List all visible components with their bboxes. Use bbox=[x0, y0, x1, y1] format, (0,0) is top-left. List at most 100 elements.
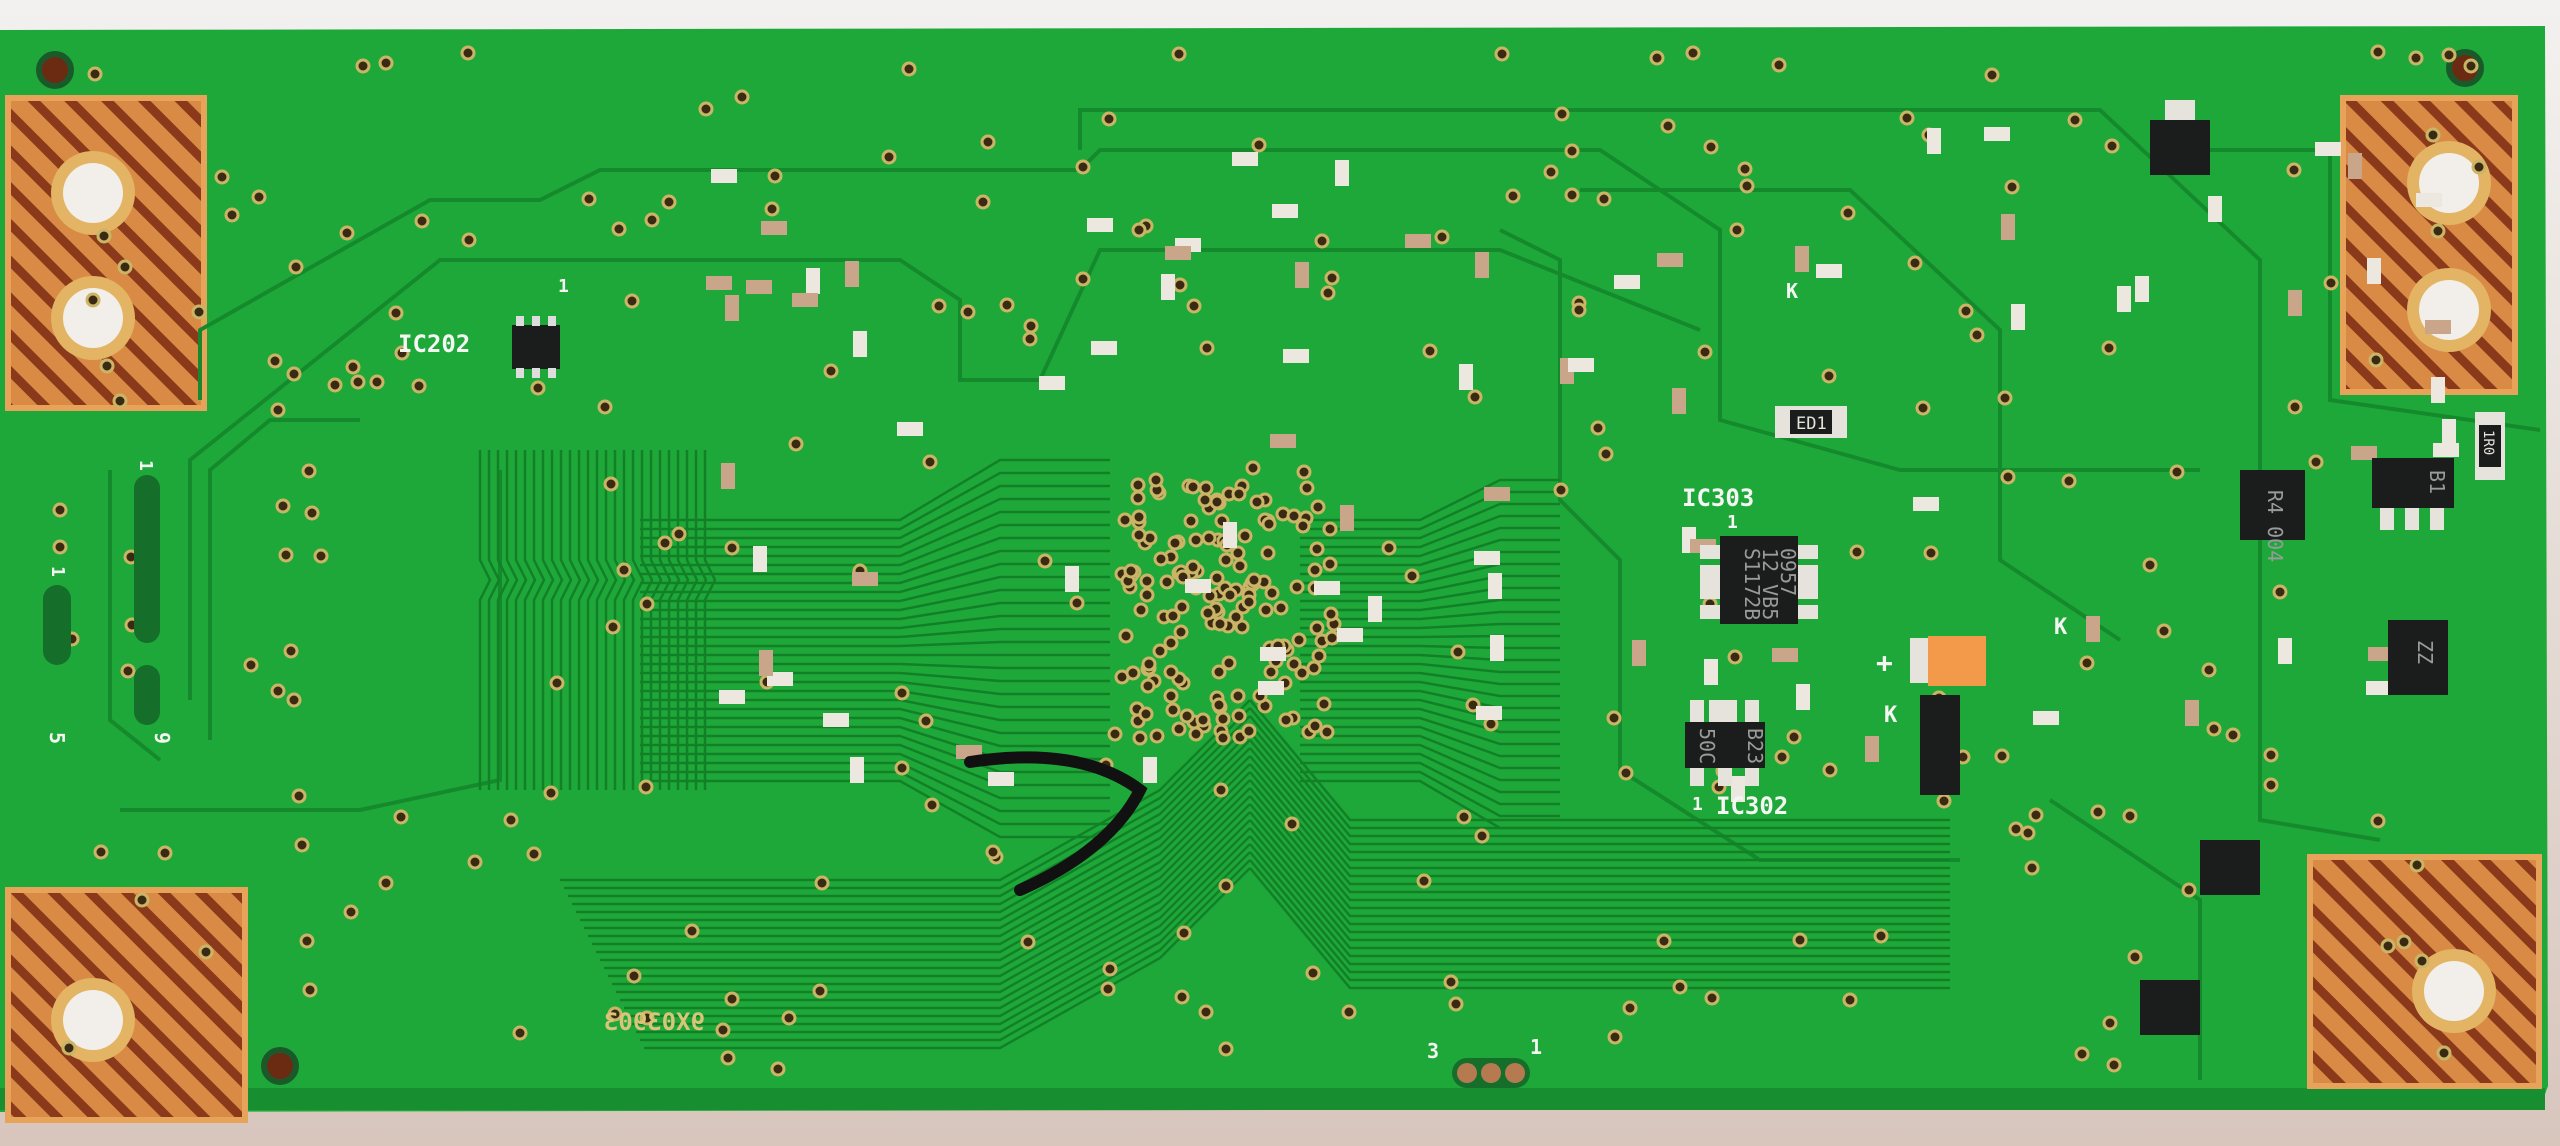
smd-passive bbox=[845, 261, 859, 287]
via bbox=[291, 788, 307, 804]
smd-passive bbox=[1337, 628, 1363, 642]
bus-trace bbox=[496, 450, 510, 790]
via bbox=[671, 526, 687, 542]
smd-passive bbox=[853, 331, 867, 357]
via bbox=[1101, 111, 1117, 127]
smd-passive bbox=[1340, 505, 1354, 531]
via bbox=[224, 207, 240, 223]
mounting-pad-bottom-left bbox=[5, 887, 248, 1123]
via bbox=[1211, 697, 1227, 713]
via bbox=[1310, 499, 1326, 515]
via bbox=[96, 228, 112, 244]
via bbox=[1148, 472, 1164, 488]
smd-passive bbox=[1091, 341, 1117, 355]
corner-via bbox=[36, 51, 74, 89]
via bbox=[1172, 277, 1188, 293]
bus-trace bbox=[1300, 680, 1560, 698]
via bbox=[1737, 161, 1753, 177]
via bbox=[1309, 620, 1325, 636]
via bbox=[1132, 730, 1148, 746]
marker-scribble bbox=[964, 751, 1148, 896]
bus-trace bbox=[628, 835, 1950, 1018]
bus-trace bbox=[640, 497, 1110, 549]
via bbox=[764, 201, 780, 217]
via bbox=[901, 61, 917, 77]
via bbox=[2000, 469, 2016, 485]
bus-trace bbox=[592, 763, 1950, 946]
via bbox=[1596, 191, 1612, 207]
bus-trace bbox=[1300, 490, 1560, 531]
via bbox=[1163, 635, 1179, 651]
bus-trace bbox=[568, 450, 582, 790]
via bbox=[85, 292, 101, 308]
via bbox=[1899, 110, 1915, 126]
via bbox=[1171, 721, 1187, 737]
via bbox=[1209, 494, 1225, 510]
bus-trace bbox=[631, 450, 645, 790]
via bbox=[1289, 579, 1305, 595]
label-cathode: K bbox=[1786, 279, 1798, 303]
bus-trace bbox=[576, 731, 1950, 914]
via bbox=[1131, 527, 1147, 543]
via bbox=[2463, 58, 2479, 74]
bus-trace bbox=[1300, 752, 1560, 794]
bus-trace bbox=[1300, 598, 1560, 612]
via bbox=[960, 304, 976, 320]
diode bbox=[1920, 695, 1960, 795]
via bbox=[1245, 460, 1261, 476]
via bbox=[894, 760, 910, 776]
smd-passive bbox=[806, 268, 820, 294]
via bbox=[1141, 656, 1157, 672]
via bbox=[2430, 223, 2446, 239]
bus-trace bbox=[640, 627, 1110, 639]
via bbox=[2425, 127, 2441, 143]
via bbox=[1020, 934, 1036, 950]
via bbox=[2206, 721, 2222, 737]
smd-passive bbox=[1314, 581, 1340, 595]
transistor bbox=[2200, 840, 2260, 895]
bus-trace bbox=[613, 450, 627, 790]
smd-passive bbox=[2442, 419, 2456, 445]
bus-trace bbox=[640, 761, 1110, 813]
via bbox=[2368, 352, 2384, 368]
bus-trace bbox=[1300, 725, 1560, 758]
via bbox=[1264, 585, 1280, 601]
via bbox=[2201, 662, 2217, 678]
bus-trace bbox=[640, 770, 1110, 826]
via bbox=[1322, 521, 1338, 537]
via bbox=[1443, 974, 1459, 990]
via bbox=[461, 232, 477, 248]
via bbox=[1153, 551, 1169, 567]
label-ic202: IC202 bbox=[398, 330, 470, 358]
via bbox=[267, 353, 283, 369]
smd-passive bbox=[767, 672, 793, 686]
smd-passive bbox=[725, 295, 739, 321]
smd-passive bbox=[1087, 218, 1113, 232]
connector-bottom-3pin bbox=[1452, 1058, 1530, 1088]
bus-trace bbox=[604, 787, 1950, 970]
via bbox=[99, 358, 115, 374]
smd-passive bbox=[753, 546, 767, 572]
bus-trace bbox=[640, 689, 1110, 709]
via bbox=[214, 169, 230, 185]
via bbox=[394, 345, 410, 361]
via bbox=[1198, 1004, 1214, 1020]
via bbox=[294, 837, 310, 853]
bus-trace bbox=[564, 707, 1950, 890]
via bbox=[2104, 138, 2120, 154]
via bbox=[52, 539, 68, 555]
via bbox=[1218, 552, 1234, 568]
via bbox=[814, 875, 830, 891]
via bbox=[881, 149, 897, 165]
via bbox=[1273, 600, 1289, 616]
via bbox=[388, 305, 404, 321]
smd-passive bbox=[823, 713, 849, 727]
bus-trace bbox=[1300, 671, 1560, 686]
bus-trace bbox=[560, 699, 1950, 882]
via bbox=[2263, 747, 2279, 763]
bus-trace bbox=[1300, 610, 1560, 621]
via bbox=[286, 366, 302, 382]
smd-passive bbox=[2315, 142, 2341, 156]
label-bottom-connector-pin1: 1 bbox=[1530, 1035, 1542, 1059]
smd-passive bbox=[1039, 376, 1065, 390]
